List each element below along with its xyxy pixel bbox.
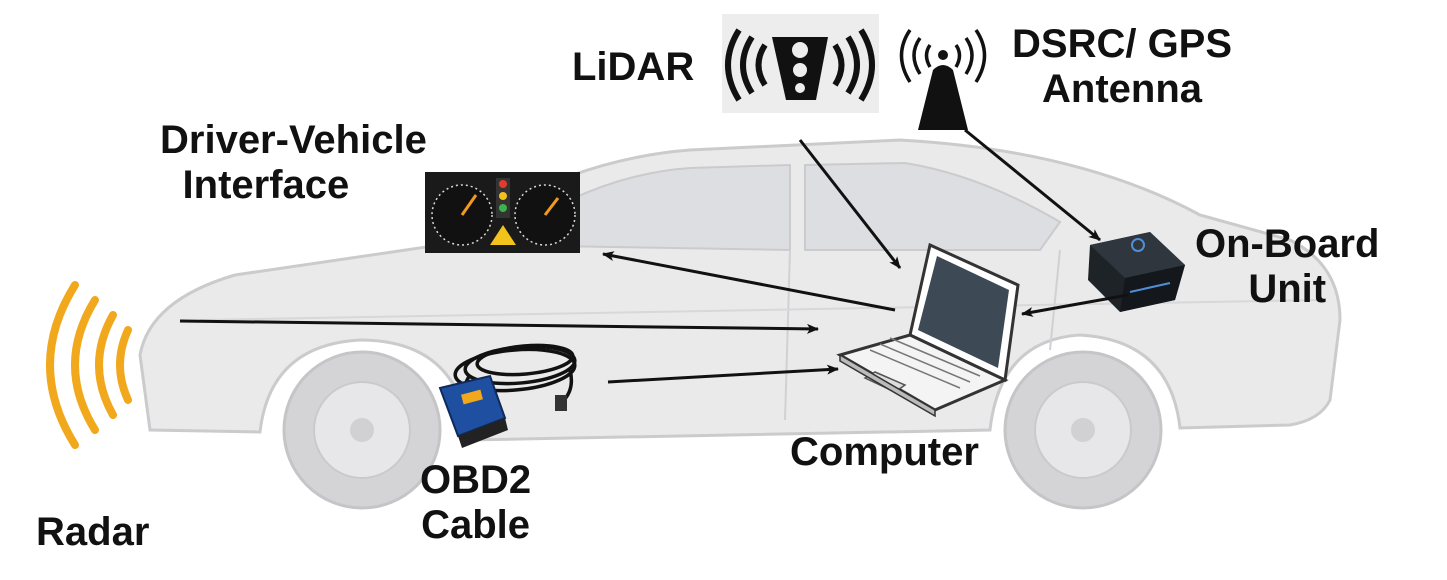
lidar-icon: [722, 14, 879, 113]
label-computer: Computer: [790, 430, 979, 474]
obu-device-icon: [1088, 232, 1185, 312]
arrow-obd2-to-computer: [607, 364, 839, 384]
arrow-lidar-to-computer: [798, 139, 902, 269]
label-radar: Radar: [36, 510, 150, 554]
label-driver-vehicle-interface: Driver-Vehicle Interface: [160, 118, 427, 207]
antenna-icon: [899, 29, 987, 130]
arrow-obu-to-computer: [1021, 293, 1129, 317]
arrow-antenna-to-obu: [964, 128, 1101, 242]
radar-waves-icon: [46, 281, 132, 449]
dashboard-icon: [425, 172, 580, 253]
obd2-cable-icon: [438, 343, 577, 448]
label-lidar: LiDAR: [572, 45, 695, 89]
label-obd2-cable: OBD2 Cable: [420, 458, 532, 547]
arrow-computer-to-dvi: [602, 251, 896, 312]
laptop-icon: [836, 242, 1020, 418]
arrow-radar-to-computer: [179, 319, 819, 334]
label-dsrc-gps-antenna: DSRC/ GPS Antenna: [1012, 22, 1233, 111]
label-on-board-unit: On-Board Unit: [1195, 222, 1380, 311]
connection-arrows: [179, 128, 1129, 384]
